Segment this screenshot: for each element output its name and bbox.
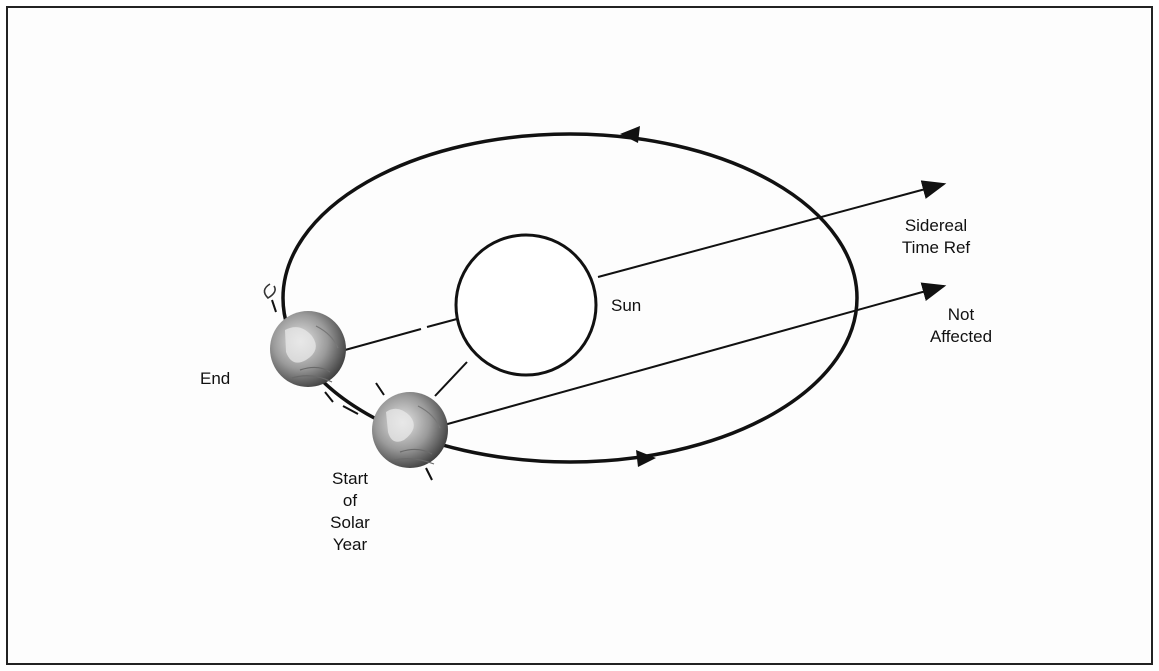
start-earth-axis-tick-bottom [426, 468, 432, 480]
start-of-solar-year-label: Start of Solar Year [314, 468, 386, 556]
earth-to-earth-dashed-a [325, 392, 333, 402]
start-label-line1: Start [314, 468, 386, 490]
not-affected-label: Not Affected [905, 304, 1017, 348]
end-earth-globe [270, 311, 346, 387]
sidereal-time-ref-label: Sidereal Time Ref [880, 215, 992, 259]
sidereal-label-line2: Time Ref [880, 237, 992, 259]
sidereal-label-line1: Sidereal [880, 215, 992, 237]
sun-label: Sun [611, 295, 641, 317]
orbit-direction-arrow-bottom [636, 450, 656, 467]
start-label-line4: Year [314, 534, 386, 556]
not-affected-label-line2: Affected [905, 326, 1017, 348]
start-earth-globe [372, 392, 448, 468]
end-to-sun-dashed-line [427, 319, 457, 327]
start-label-line3: Solar [314, 512, 386, 534]
end-earth-axis-tick-top [272, 300, 276, 312]
sun-circle [456, 235, 596, 375]
pencil-mark [264, 284, 275, 298]
not-affected-label-line1: Not [905, 304, 1017, 326]
start-label-line2: of [314, 490, 386, 512]
end-to-sun-line [345, 329, 421, 350]
end-label: End [200, 368, 230, 390]
orbit-direction-arrow-top [620, 126, 640, 143]
start-to-sun-dashed-line [435, 362, 467, 396]
start-earth-axis-tick-top [376, 383, 384, 395]
